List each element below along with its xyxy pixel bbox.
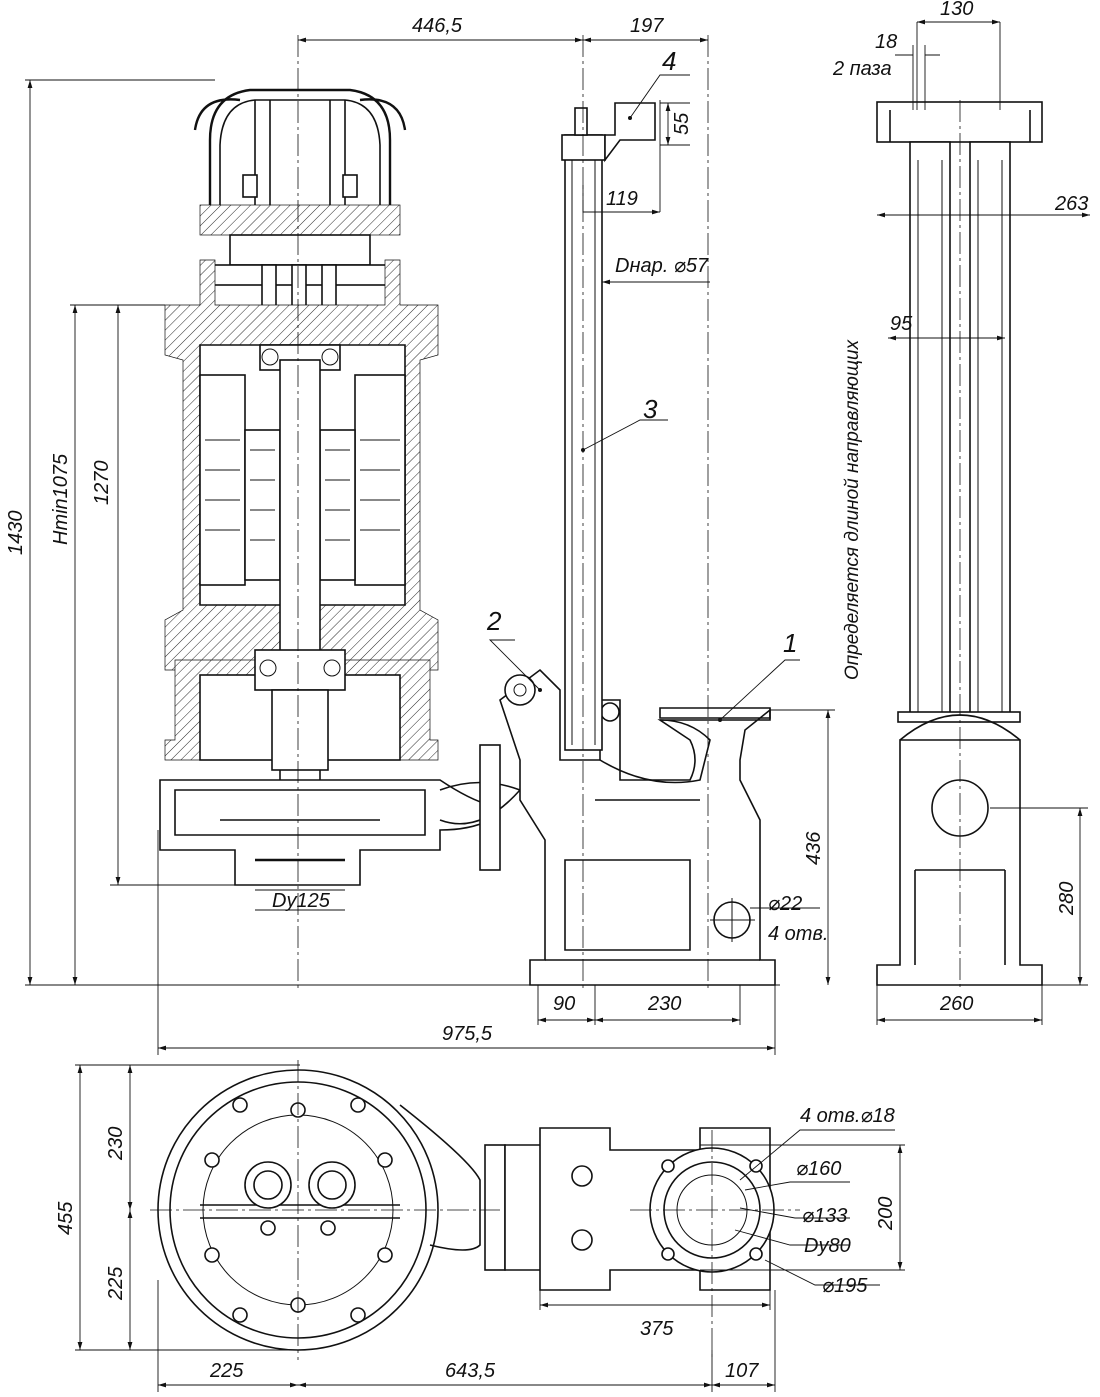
callout-1: 1 bbox=[783, 628, 797, 658]
dim-107: 107 bbox=[725, 1360, 759, 1382]
dim-230-plan: 230 bbox=[105, 1127, 127, 1161]
dim-230-base: 230 bbox=[647, 993, 681, 1015]
dim-55: 55 bbox=[671, 112, 693, 135]
dim-446-5: 446,5 bbox=[412, 15, 463, 37]
dim-dia-133: ⌀133 bbox=[802, 1205, 847, 1227]
dim-200: 200 bbox=[875, 1197, 897, 1231]
dim-436: 436 bbox=[803, 831, 825, 865]
dim-260: 260 bbox=[939, 993, 973, 1015]
dim-holes-18: 4 отв.⌀18 bbox=[800, 1105, 895, 1127]
callout-3: 3 bbox=[643, 394, 658, 424]
dim-375: 375 bbox=[640, 1318, 674, 1340]
dim-slots: 2 паза bbox=[832, 58, 892, 80]
dim-130: 130 bbox=[940, 0, 973, 20]
center-lines bbox=[150, 35, 961, 1360]
dim-outer-diameter: Dнар. ⌀57 bbox=[615, 255, 709, 277]
dim-280: 280 bbox=[1056, 882, 1078, 916]
dim-dia-195: ⌀195 bbox=[822, 1275, 868, 1297]
callout-labels: 1 2 3 4 bbox=[486, 46, 797, 658]
dimension-lines bbox=[25, 19, 1090, 1392]
dim-dia-160: ⌀160 bbox=[796, 1158, 841, 1180]
dim-1430: 1430 bbox=[5, 511, 27, 556]
dim-95: 95 bbox=[890, 313, 913, 335]
dim-197: 197 bbox=[630, 15, 664, 37]
dim-455: 455 bbox=[55, 1201, 77, 1235]
dim-holes-22: ⌀22 bbox=[768, 893, 802, 915]
dim-hmin: Hmin1075 bbox=[50, 453, 72, 545]
dim-225-plan-h: 225 bbox=[209, 1360, 244, 1382]
callout-4: 4 bbox=[662, 46, 676, 76]
dim-1270: 1270 bbox=[91, 461, 113, 506]
dim-90: 90 bbox=[553, 993, 575, 1015]
callout-leaders bbox=[488, 74, 800, 722]
guides-note: Определяется длиной направляющих bbox=[842, 338, 863, 680]
dim-119: 119 bbox=[606, 188, 638, 210]
dim-643-5: 643,5 bbox=[445, 1360, 496, 1382]
dim-18: 18 bbox=[875, 31, 897, 53]
dim-holes-22-count: 4 отв. bbox=[768, 923, 828, 945]
dim-263: 263 bbox=[1054, 193, 1088, 215]
pump-front-view bbox=[159, 88, 522, 886]
callout-2: 2 bbox=[486, 606, 502, 636]
side-view bbox=[876, 101, 1043, 986]
dim-dy125: Dy125 bbox=[272, 890, 331, 912]
dim-975-5: 975,5 bbox=[442, 1023, 493, 1045]
dimension-labels: 446,5 197 130 18 2 паза 55 119 263 Dнар.… bbox=[5, 0, 1088, 1382]
dim-225-plan-v: 225 bbox=[105, 1266, 127, 1301]
coupling-base-front bbox=[499, 668, 776, 986]
guide-rail-front bbox=[561, 102, 656, 751]
dim-dy80: Dy80 bbox=[804, 1235, 851, 1257]
